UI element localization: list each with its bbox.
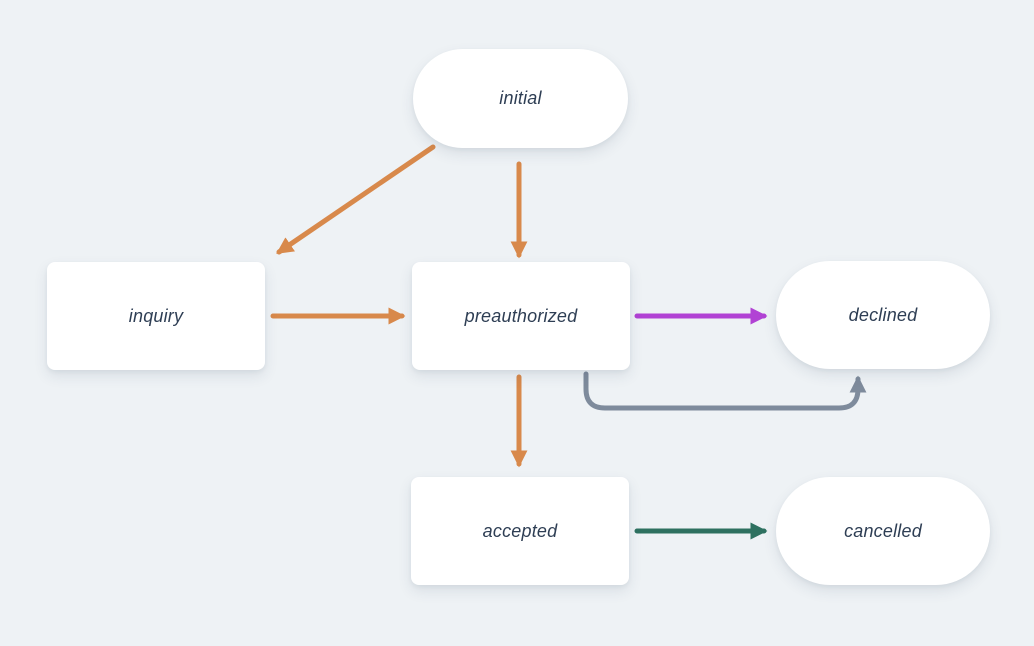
state-label-cancelled: cancelled: [844, 520, 922, 541]
state-label-inquiry: inquiry: [128, 305, 184, 326]
state-node-accepted: accepted: [411, 477, 629, 585]
state-label-accepted: accepted: [482, 520, 558, 541]
state-label-initial: initial: [499, 88, 542, 108]
state-node-cancelled: cancelled: [776, 477, 990, 585]
state-label-preauthorized: preauthorized: [464, 305, 578, 326]
state-node-preauthorized: preauthorized: [412, 262, 630, 370]
state-label-declined: declined: [848, 304, 918, 325]
state-node-initial: initial: [413, 49, 628, 148]
edge-preauthorized-to-declined-loop: [583, 371, 867, 411]
edge-initial-to-inquiry: [276, 144, 436, 255]
state-node-declined: declined: [776, 261, 990, 369]
state-node-inquiry: inquiry: [47, 262, 265, 370]
